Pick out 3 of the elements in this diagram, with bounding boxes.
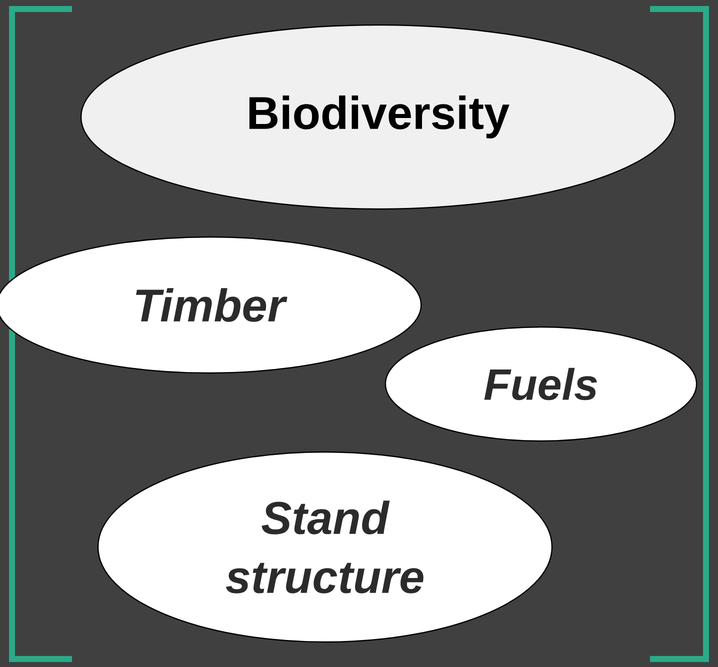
ellipse-node: Biodiversity <box>80 24 676 210</box>
ellipse-node: Fuels <box>384 326 698 442</box>
ellipse-node: Stand structure <box>97 451 553 643</box>
